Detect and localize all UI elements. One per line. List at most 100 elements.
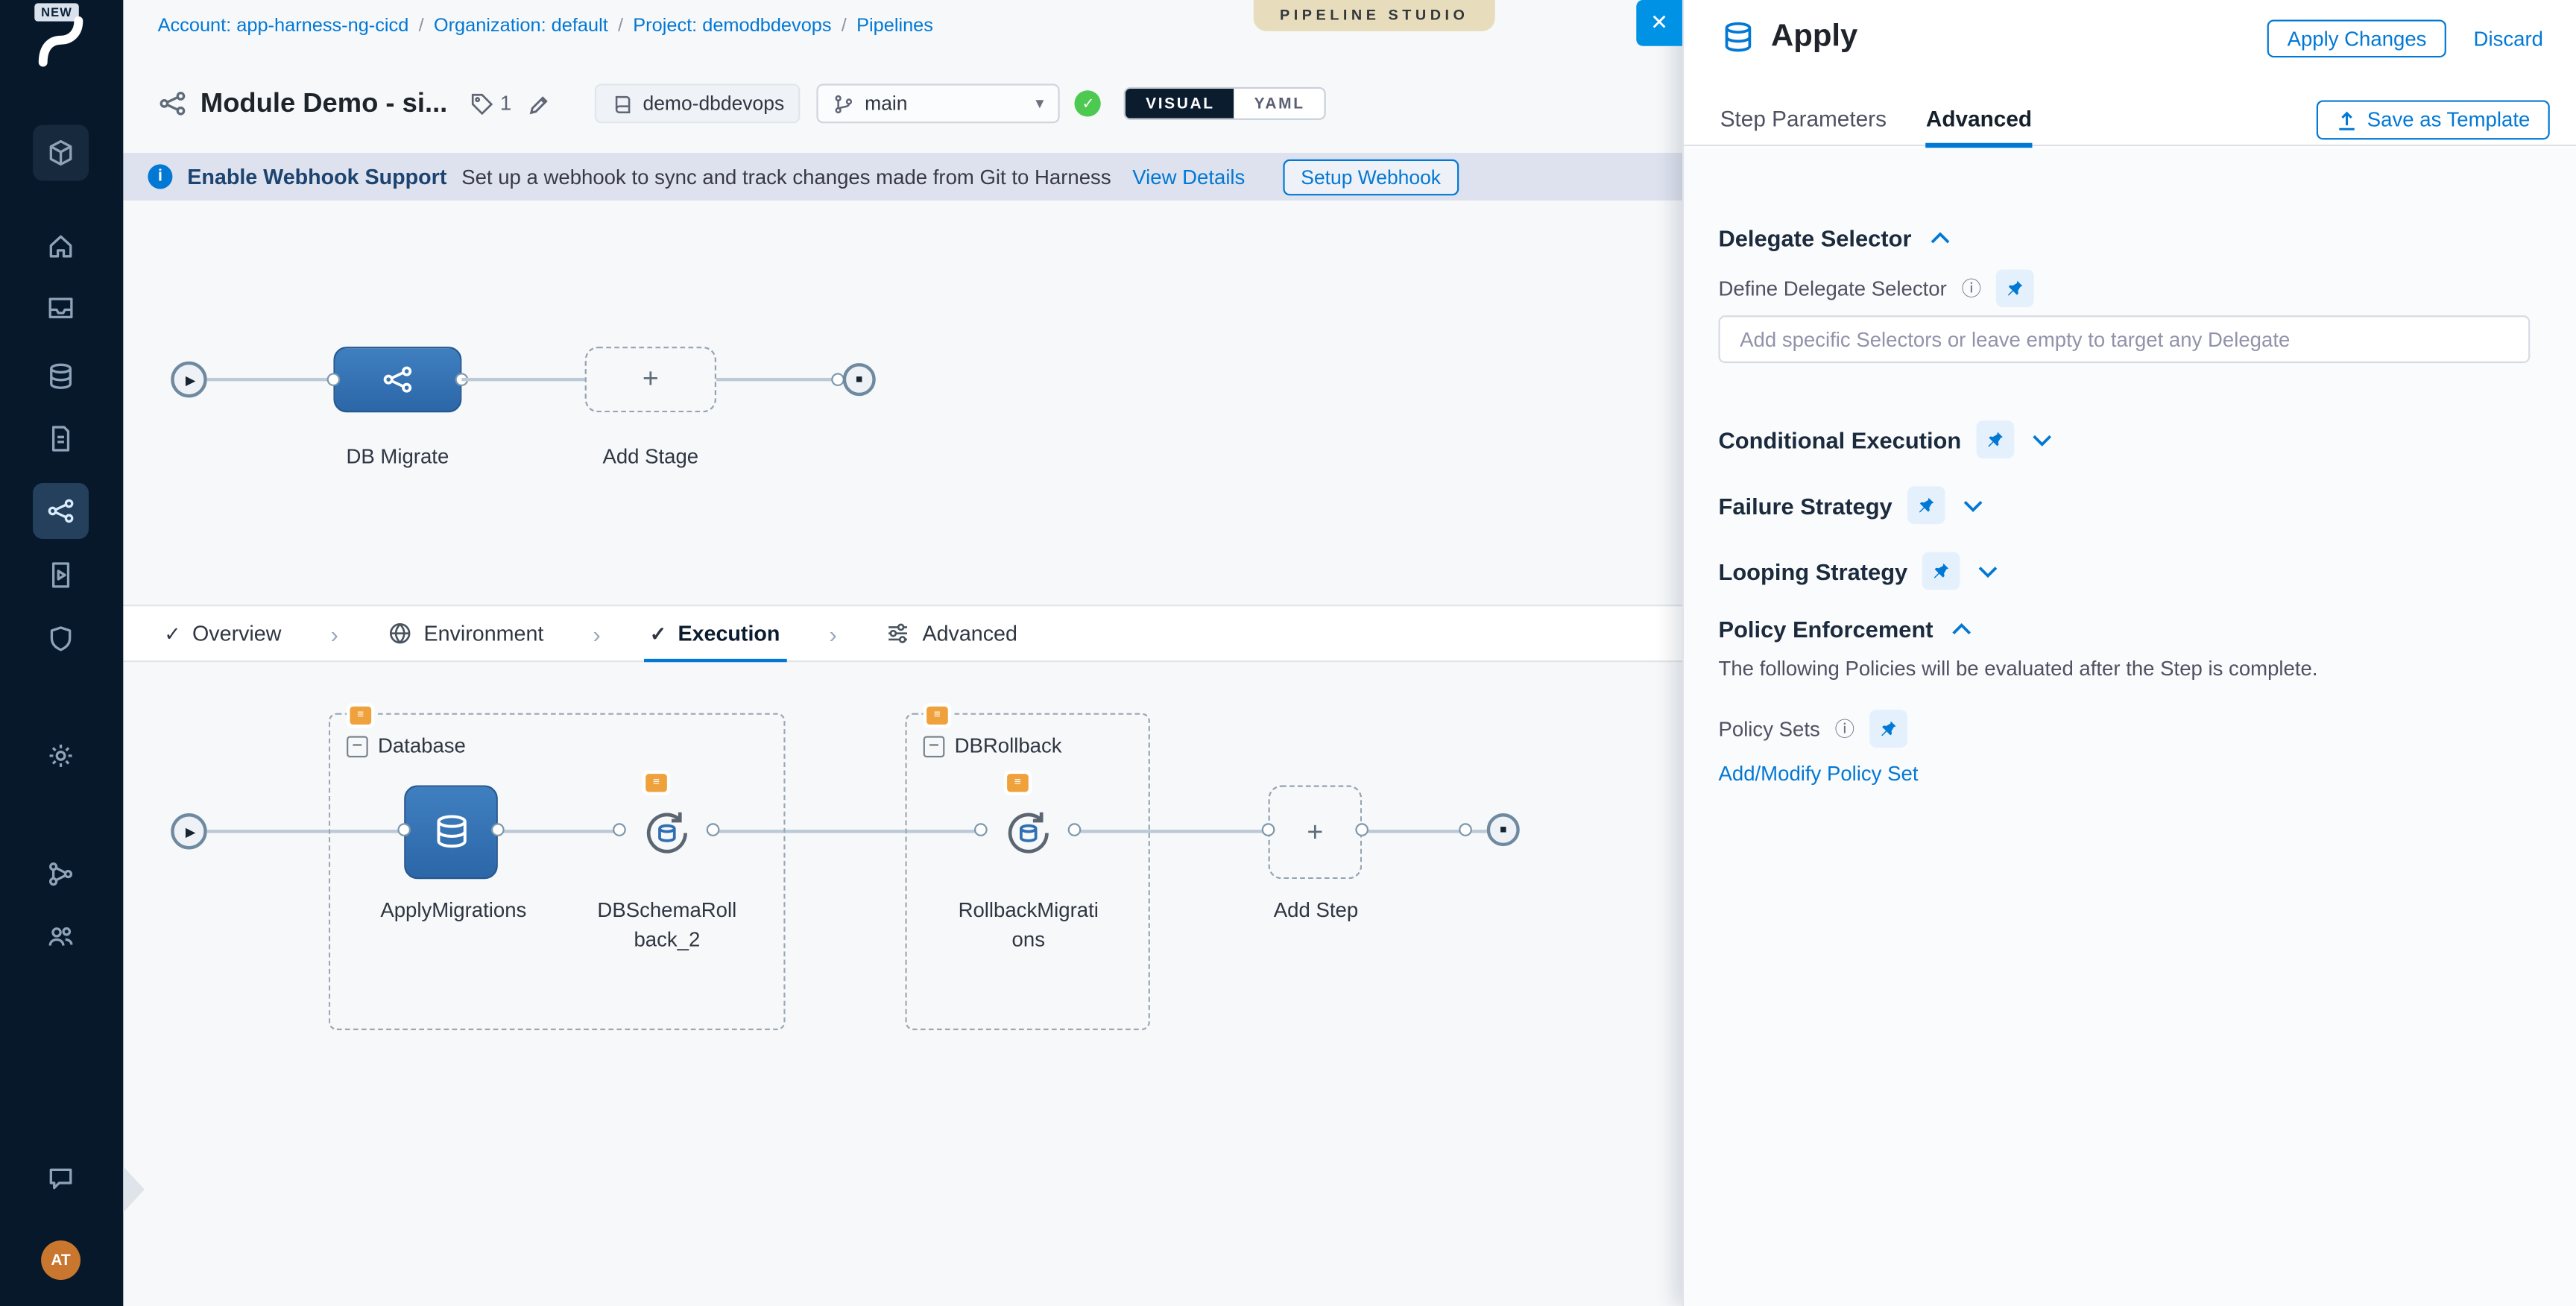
add-modify-policy-set-link[interactable]: Add/Modify Policy Set	[1718, 762, 1919, 786]
play-icon: ▶	[185, 824, 196, 839]
setup-webhook-button[interactable]: Setup Webhook	[1283, 158, 1459, 195]
graph-line	[461, 377, 585, 382]
breadcrumb-organization[interactable]: Organization: default	[433, 16, 608, 37]
tag-count[interactable]: 1	[470, 92, 511, 115]
sidebar-item-pipelines[interactable]	[33, 483, 89, 539]
define-delegate-row: Define Delegate Selector ⓘ	[1718, 269, 2034, 308]
user-avatar[interactable]: AT	[41, 1240, 81, 1280]
tab-active-underline	[1925, 142, 2033, 148]
webhook-banner: i Enable Webhook Support Set up a webhoo…	[123, 152, 1682, 201]
sidebar-collapse-handle[interactable]	[123, 1166, 145, 1213]
step-node-applymigrations[interactable]	[404, 785, 498, 880]
close-panel-button[interactable]: ✕	[1636, 0, 1682, 46]
pipeline-flow-icon	[48, 499, 74, 523]
chat-icon	[49, 1168, 72, 1190]
discard-button[interactable]: Discard	[2463, 19, 2553, 57]
pipeline-title-row: Module Demo - si... 1 demo-dbdevops main…	[158, 79, 1327, 128]
chevron-down-icon[interactable]	[2029, 429, 2055, 449]
failure-strategy-heading: Failure Strategy	[1718, 492, 1892, 519]
breadcrumb-project[interactable]: Project: demodbdevops	[633, 16, 832, 37]
sidebar-item-modules[interactable]	[33, 124, 89, 181]
sidebar-item-executions[interactable]	[33, 547, 89, 603]
sidebar-item-docs[interactable]	[33, 411, 89, 467]
close-icon: ✕	[1650, 10, 1669, 35]
info-icon[interactable]: ⓘ	[1834, 718, 1855, 742]
apply-changes-button[interactable]: Apply Changes	[2267, 19, 2446, 58]
template-glyph: ≡	[645, 774, 667, 792]
add-step-button[interactable]: +	[1268, 785, 1363, 880]
looping-strategy-heading: Looping Strategy	[1718, 558, 1908, 584]
tab-execution[interactable]: ✓ Execution	[643, 605, 787, 663]
pin-button[interactable]	[1869, 710, 1907, 748]
add-stage-button[interactable]: +	[584, 347, 716, 413]
toggle-visual[interactable]: VISUAL	[1126, 89, 1235, 119]
repo-icon	[616, 95, 631, 113]
gear-icon	[49, 744, 72, 767]
sidebar-item-users[interactable]	[33, 909, 89, 965]
harness-logo[interactable]	[30, 16, 92, 83]
chevron-up-icon[interactable]	[1926, 227, 1952, 247]
view-details-link[interactable]: View Details	[1132, 165, 1246, 189]
collapse-group-button[interactable]: −	[923, 735, 945, 757]
stage-start-node: ▶	[171, 361, 207, 398]
stage-end-node: ■	[842, 363, 876, 397]
edit-pencil-icon[interactable]	[528, 91, 552, 116]
tab-advanced-panel[interactable]: Advanced	[1925, 91, 2033, 148]
collapse-group-button[interactable]: −	[347, 735, 368, 757]
sidebar-item-home[interactable]	[33, 218, 89, 274]
tab-step-parameters[interactable]: Step Parameters	[1720, 106, 1887, 131]
step-label: DBSchemaRollback_2	[597, 898, 737, 952]
sidebar: NEW	[0, 0, 124, 1306]
step-node-rollbackmigrations[interactable]: ≡	[980, 770, 1075, 880]
stage-node-db-migrate[interactable]	[333, 347, 462, 413]
step-group-database: ≡ − Database	[328, 703, 786, 1030]
group-header: − Database	[347, 734, 466, 757]
exec-end-node: ■	[1486, 813, 1520, 847]
sidebar-item-database[interactable]	[33, 348, 89, 404]
breadcrumb-pipelines[interactable]: Pipelines	[856, 16, 933, 37]
breadcrumb-account[interactable]: Account: app-harness-ng-cicd	[157, 16, 409, 37]
tab-advanced[interactable]: Advanced	[886, 605, 1017, 662]
info-icon[interactable]: ⓘ	[1961, 277, 1982, 301]
sidebar-item-connectors[interactable]	[33, 846, 89, 902]
template-glyph: ≡	[926, 706, 948, 725]
pin-button[interactable]	[1922, 552, 1960, 590]
plus-icon: +	[1307, 816, 1324, 848]
save-as-template-button[interactable]: Save as Template	[2316, 100, 2550, 140]
stop-icon: ■	[1500, 824, 1507, 836]
tab-active-underline	[643, 657, 787, 663]
tab-overview[interactable]: ✓ Overview	[164, 605, 281, 662]
define-delegate-label: Define Delegate Selector	[1718, 277, 1947, 300]
delegate-selector-input[interactable]	[1718, 315, 2531, 364]
connector-dot	[613, 823, 626, 836]
group-name: DBRollback	[954, 734, 1062, 758]
connector-dot	[1459, 823, 1472, 836]
step-node-dbschemarollback[interactable]: ≡	[619, 770, 713, 880]
pin-button[interactable]	[1976, 420, 2014, 458]
stage-label: DB Migrate	[346, 445, 449, 469]
sidebar-item-services[interactable]	[33, 280, 89, 335]
sidebar-item-settings[interactable]	[33, 728, 89, 783]
pin-button[interactable]	[1907, 486, 1945, 525]
chevron-down-icon[interactable]	[1960, 496, 1986, 515]
stage-group-icon: ≡	[347, 703, 375, 728]
sidebar-item-chat[interactable]	[33, 1150, 89, 1206]
visual-yaml-toggle: VISUAL YAML	[1124, 86, 1327, 120]
template-badge: ≡	[1003, 770, 1032, 795]
tab-environment[interactable]: Environment	[388, 605, 543, 662]
connector-dot	[974, 823, 988, 836]
chevron-up-icon[interactable]	[1948, 619, 1974, 638]
step-label: ApplyMigrations	[380, 898, 527, 922]
chevron-down-icon[interactable]	[1975, 561, 2001, 581]
branch-select[interactable]: main ▾	[817, 83, 1061, 124]
toggle-yaml[interactable]: YAML	[1234, 89, 1325, 119]
panel-tab-bar: Step Parameters Advanced	[1684, 91, 2576, 148]
sidebar-item-security[interactable]	[33, 611, 89, 667]
graph-line	[206, 830, 1487, 833]
module-cube-icon	[49, 139, 72, 166]
main-content: Account: app-harness-ng-cicd / Organizat…	[123, 0, 1682, 1306]
connector-dot	[1261, 823, 1275, 836]
stop-icon: ■	[856, 373, 863, 385]
group-name: Database	[377, 734, 466, 758]
pin-button[interactable]	[1995, 269, 2034, 308]
